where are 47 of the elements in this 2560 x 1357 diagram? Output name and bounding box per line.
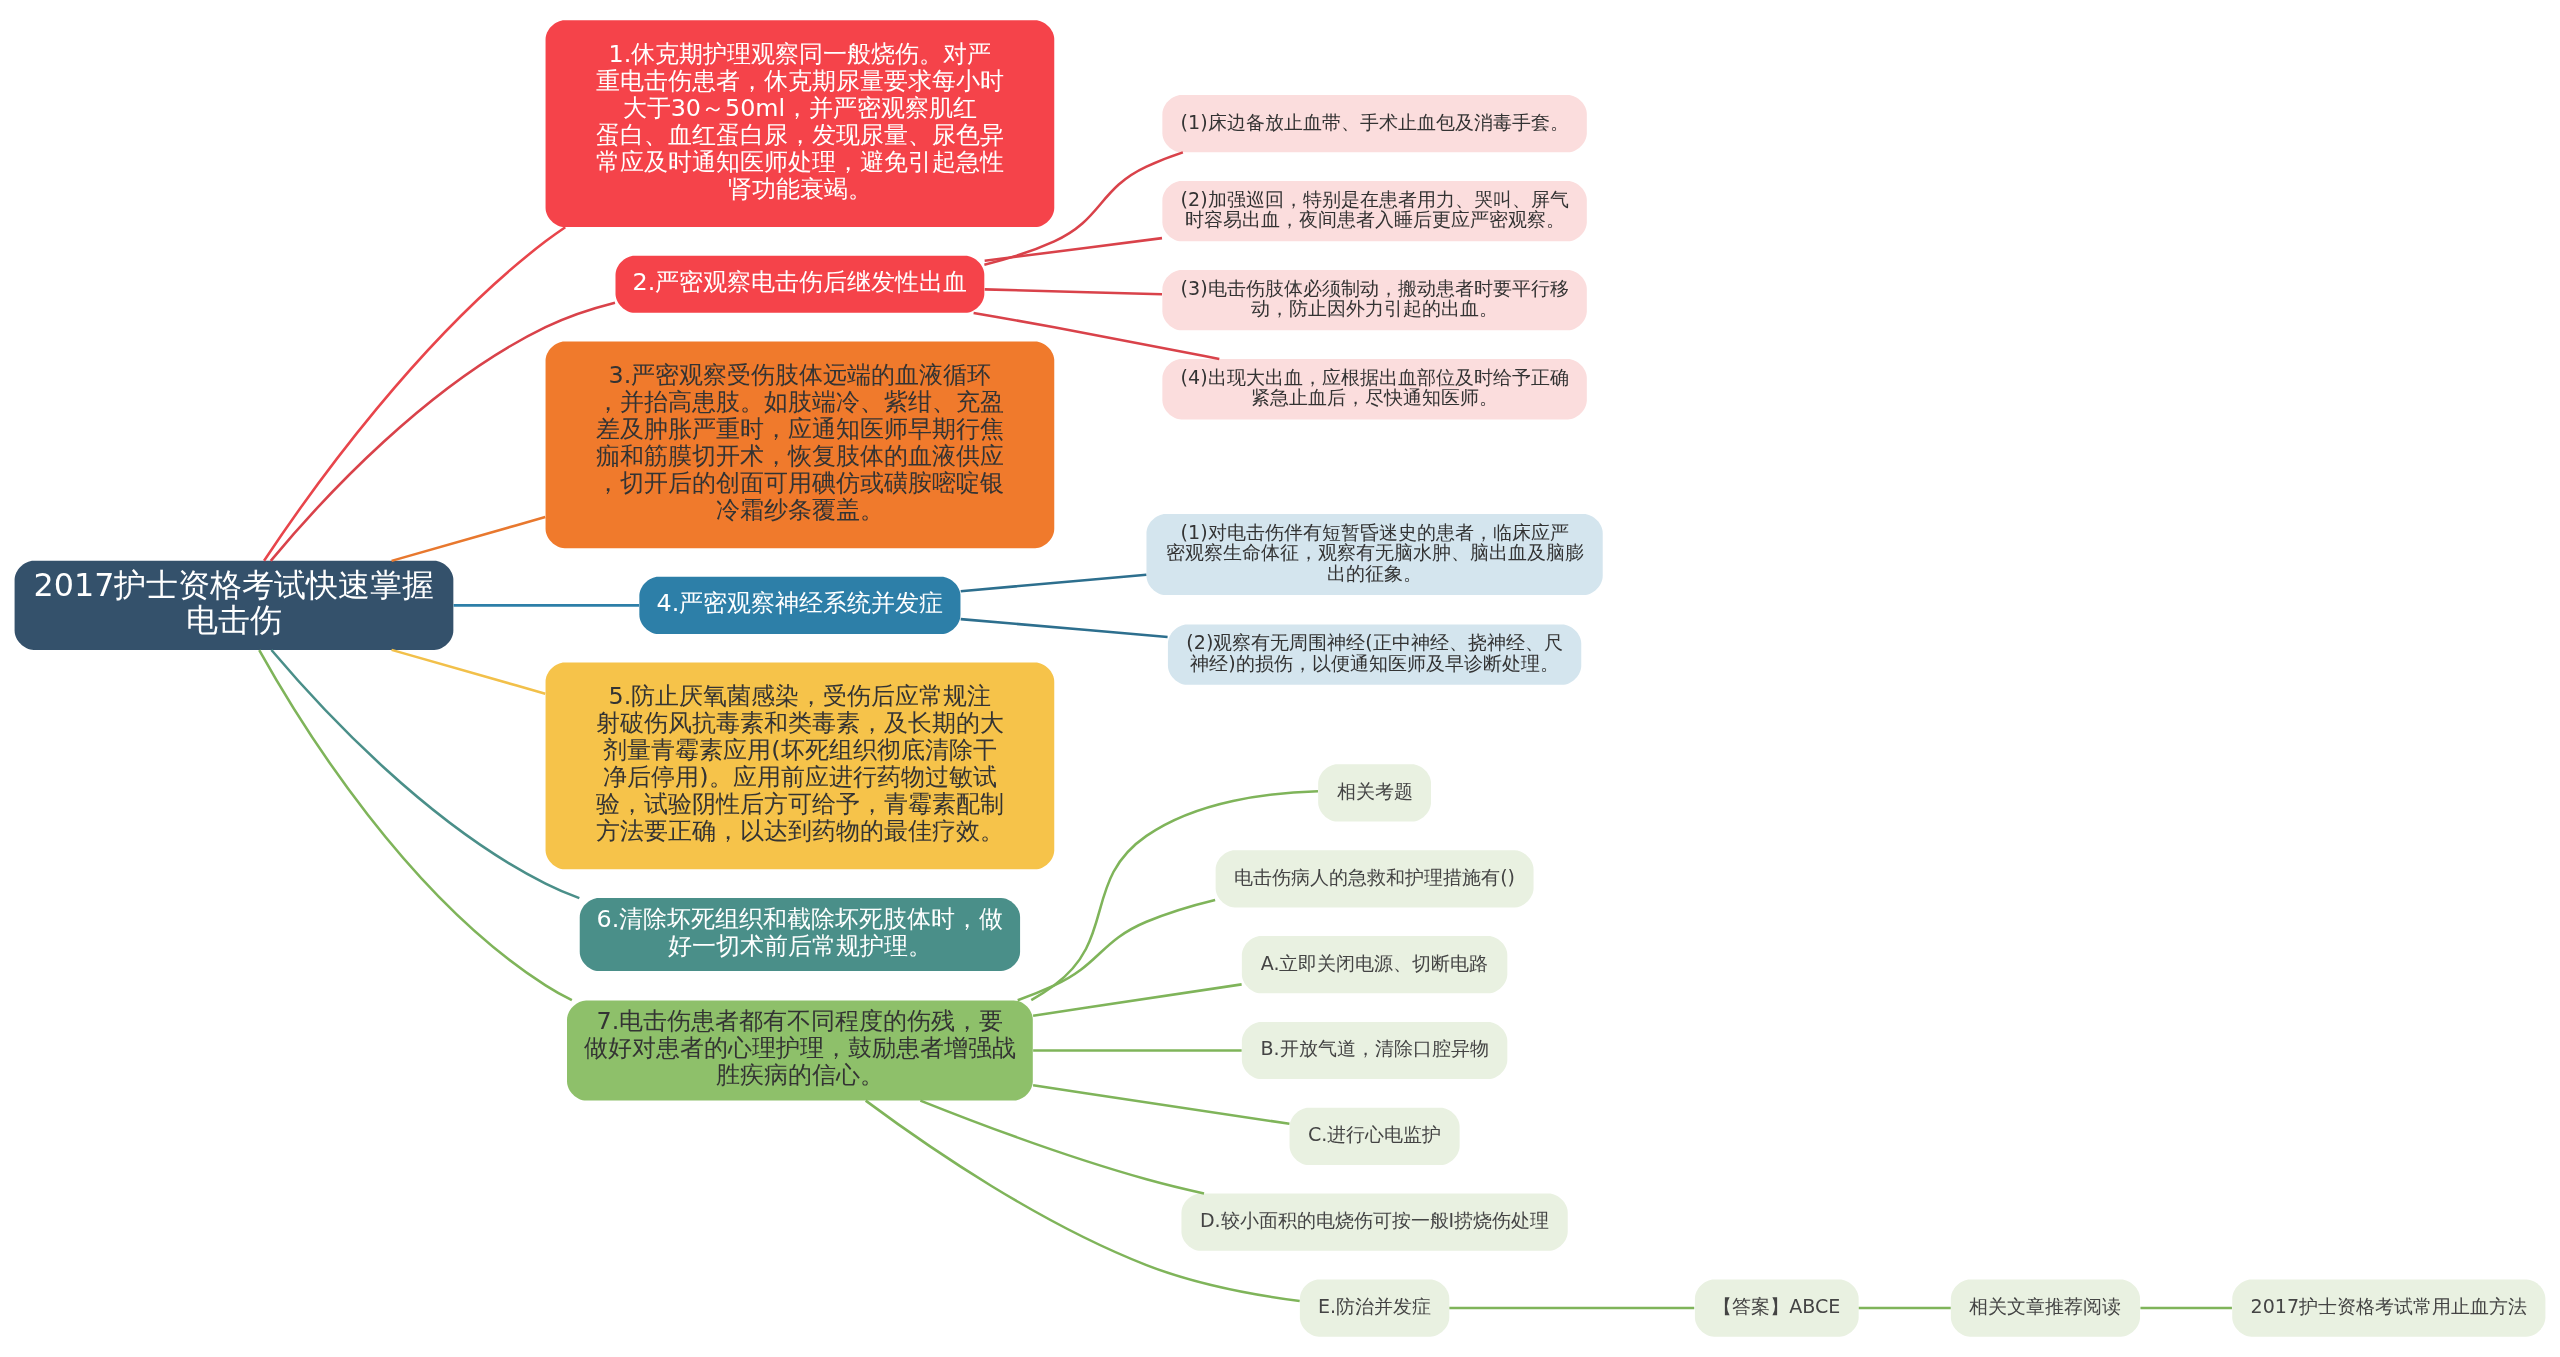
node-box: E.防治并发症 <box>1299 1279 1450 1337</box>
connector <box>391 648 546 695</box>
connector <box>984 151 1184 266</box>
node-box: 2017护士资格考试快速掌握电击伤 <box>14 560 454 650</box>
node-box: 相关考题 <box>1318 764 1431 822</box>
connector <box>270 649 580 900</box>
connector <box>960 617 1168 639</box>
connector <box>1858 1306 1951 1310</box>
node-box: 1.休克期护理观察同一般烧伤。对严重电击伤患者，休克期尿量要求每小时大于30～50ml，并严密观察肌红蛋白、血红蛋白尿，发现尿量、尿色异常应及时通知医师处理，避免引起急性肾功能衰竭。 <box>545 20 1055 227</box>
connector <box>984 288 1163 296</box>
connector <box>258 649 573 1002</box>
node-box: 5.防止厌氧菌感染，受伤后应常规注射破伤风抗毒素和类毒素，及长期的大剂量青霉素应用(坏死组织彻底清除干净后停用)。应用前应进行药物过敏试验，试验阴性后方可给予，青霉素配制方法要正确，以达到药物的最佳疗效。 <box>545 662 1055 870</box>
node-box: (1)床边备放止血带、手术止血包及消毒手套。 <box>1162 95 1587 153</box>
connector <box>1032 983 1242 1017</box>
connector <box>919 1099 1205 1195</box>
connector <box>391 515 546 563</box>
connector <box>984 236 1163 263</box>
connector <box>864 1099 1300 1303</box>
connector <box>453 604 640 607</box>
connector <box>1449 1306 1695 1310</box>
node-box: C.进行心电监护 <box>1289 1107 1460 1165</box>
node-box: D.较小面积的电烧伤可按一般I捞烧伤处理 <box>1181 1193 1568 1251</box>
node-box: (4)出现大出血，应根据出血部位及时给予正确紧急止血后，尽快通知医师。 <box>1162 358 1587 420</box>
node-box: 相关文章推荐阅读 <box>1950 1279 2141 1337</box>
connector <box>2140 1306 2232 1310</box>
connector <box>1017 898 1216 1002</box>
connector <box>269 301 616 562</box>
node-box: (1)对电击伤伴有短暂昏迷史的患者，临床应严密观察生命体征，观察有无脑水肿、脑出血及脑膨出的征象。 <box>1146 513 1603 596</box>
node-box: 电击伤病人的急救和护理措施有() <box>1215 850 1534 908</box>
connector <box>263 226 566 562</box>
node-box: 4.严密观察神经系统并发症 <box>639 576 961 634</box>
node-box: 【答案】ABCE <box>1694 1279 1859 1337</box>
connector <box>1030 790 1318 1002</box>
node-box: (2)观察有无周围神经(正中神经、挠神经、尺神经)的损伤，以便通知医师及早诊断处理。 <box>1167 624 1582 685</box>
node-box: A.立即关闭电源、切断电路 <box>1241 936 1508 994</box>
connector <box>960 573 1147 593</box>
node-box: (2)加强巡回，特别是在患者用力、哭叫、屏气时容易出血，夜间患者入睡后更应严密观察。 <box>1162 180 1587 242</box>
connector <box>1032 1084 1290 1126</box>
node-box: 7.电击伤患者都有不同程度的伤残，要做好对患者的心理护理，鼓励患者增强战胜疾病的信心。 <box>567 1000 1033 1101</box>
node-box: 6.清除坏死组织和截除坏死肢体时，做好一切术前后常规护理。 <box>579 897 1021 971</box>
connector <box>973 311 1220 361</box>
node-box: B.开放气道，清除口腔异物 <box>1241 1021 1508 1080</box>
node-box: 3.严密观察受伤肢体远端的血液循环，并抬高患肢。如肢端冷、紫绀、充盈差及肿胀严重时，应通知医师早期行焦痂和筋膜切开术，恢复肢体的血液供应，切开后的创面可用碘仿或磺胺嘧啶银冷霜纱条覆盖。 <box>545 341 1055 549</box>
node-box: 2017护士资格考试常用止血方法 <box>2232 1279 2546 1337</box>
connector <box>1033 1049 1242 1052</box>
node-box: 2.严密观察电击伤后继发性出血 <box>615 255 985 313</box>
node-box: (3)电击伤肢体必须制动，搬动患者时要平行移动，防止因外力引起的出血。 <box>1162 269 1587 331</box>
